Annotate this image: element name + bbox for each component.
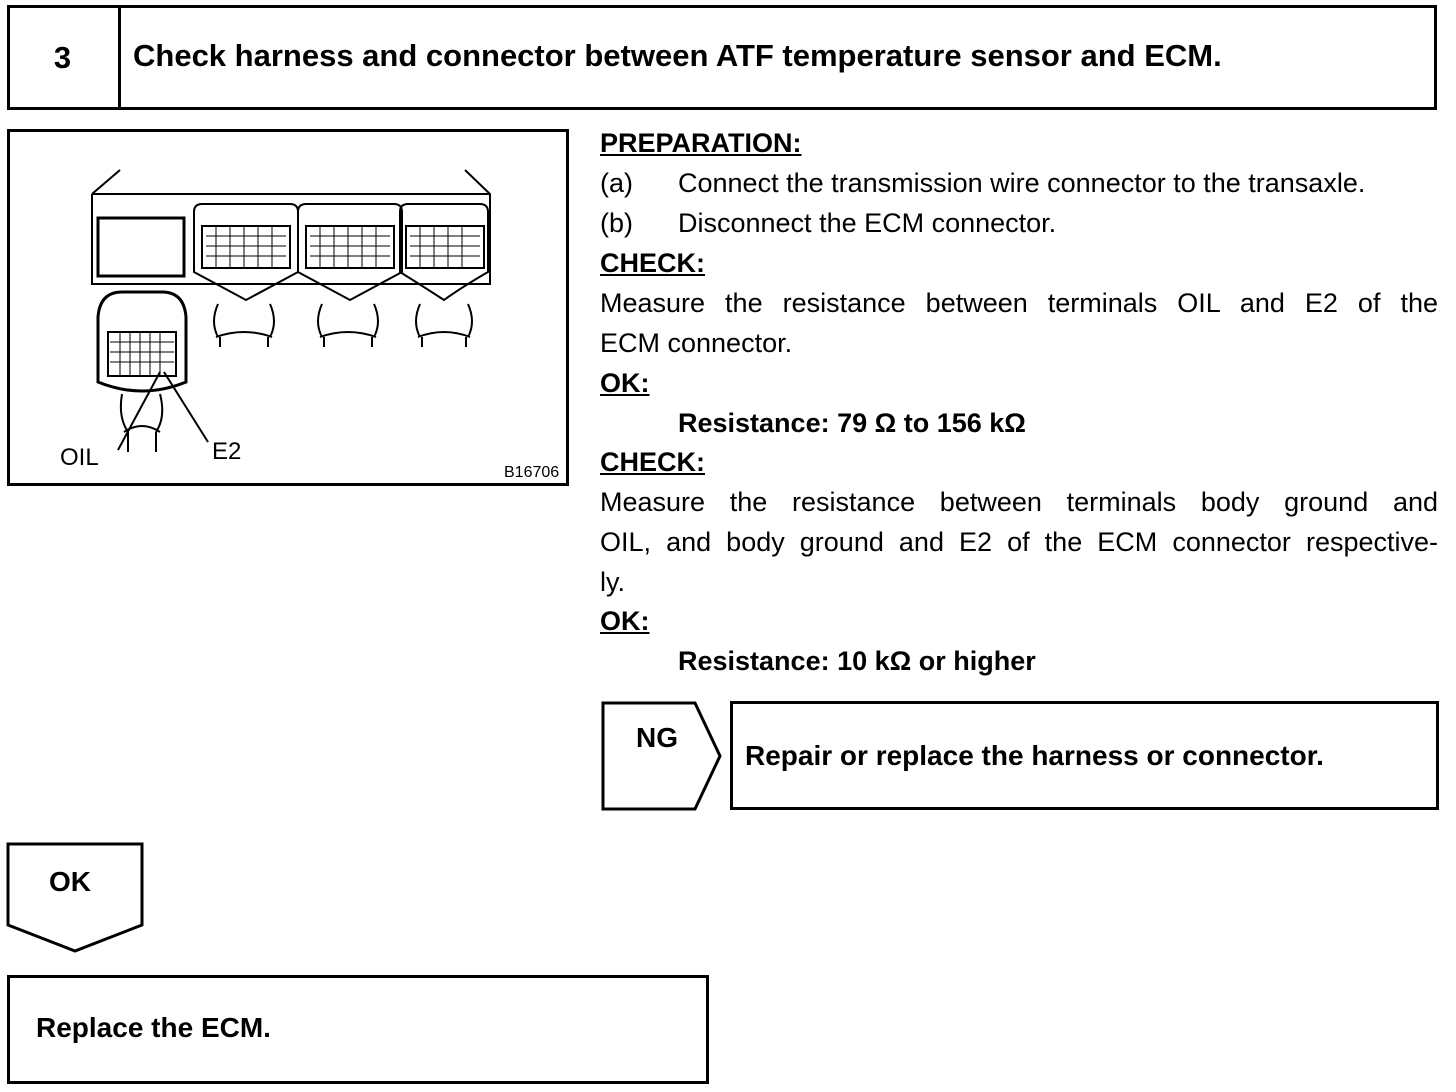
- step-header-box: [7, 5, 1437, 110]
- test-connector: [96, 290, 188, 452]
- ng-action-text: Repair or replace the harness or connect…: [745, 740, 1324, 771]
- preparation-heading: PREPARATION:: [600, 128, 802, 158]
- ok-arrow-shape: [6, 842, 144, 953]
- label-e2: E2: [212, 438, 242, 465]
- check2-line1: Measure the resistance between terminals…: [600, 487, 1438, 517]
- check2-line2: OIL, and body ground and E2 of the ECM c…: [600, 527, 1438, 557]
- ecm-blank-block: [96, 216, 186, 278]
- ng-label: NG: [636, 722, 678, 753]
- step-number: 3: [7, 5, 121, 110]
- ng-action-box: [730, 701, 1439, 810]
- check1-heading: CHECK:: [600, 248, 705, 278]
- ok-action-text: Replace the ECM.: [36, 1012, 271, 1043]
- connector-diagram: OIL E2 B16706: [7, 129, 569, 486]
- ecm-connector-3: [399, 203, 489, 347]
- prep-b-marker: (b): [600, 208, 633, 238]
- ok2-value: Resistance: 10 kΩ or higher: [678, 646, 1036, 676]
- ok-label: OK: [49, 866, 91, 897]
- label-oil: OIL: [60, 444, 99, 471]
- check1-line2: ECM connector.: [600, 328, 793, 358]
- check1-line1: Measure the resistance between terminals…: [600, 288, 1438, 318]
- ok1-heading: OK:: [600, 368, 650, 398]
- step-title: Check harness and connector between ATF …: [133, 38, 1222, 73]
- ecm-connector-illustration: [91, 169, 491, 452]
- ok1-value: Resistance: 79 Ω to 156 kΩ: [678, 408, 1026, 438]
- prep-a-marker: (a): [600, 168, 633, 198]
- check2-heading: CHECK:: [600, 447, 705, 477]
- ng-arrow-shape: [601, 701, 722, 811]
- oil-leader-line: [117, 371, 161, 451]
- ecm-housing: [91, 169, 491, 285]
- figure-code: B16706: [504, 464, 560, 481]
- prep-a-text: Connect the transmission wire connector …: [678, 168, 1366, 198]
- check2-line3: ly.: [600, 567, 625, 597]
- ok-action-box: [7, 975, 709, 1084]
- prep-b-text: Disconnect the ECM connector.: [678, 208, 1057, 238]
- ok2-heading: OK:: [600, 606, 650, 636]
- ecm-connector-2: [297, 203, 403, 347]
- e2-leader-line: [163, 371, 209, 443]
- ecm-connector-1: [193, 203, 299, 347]
